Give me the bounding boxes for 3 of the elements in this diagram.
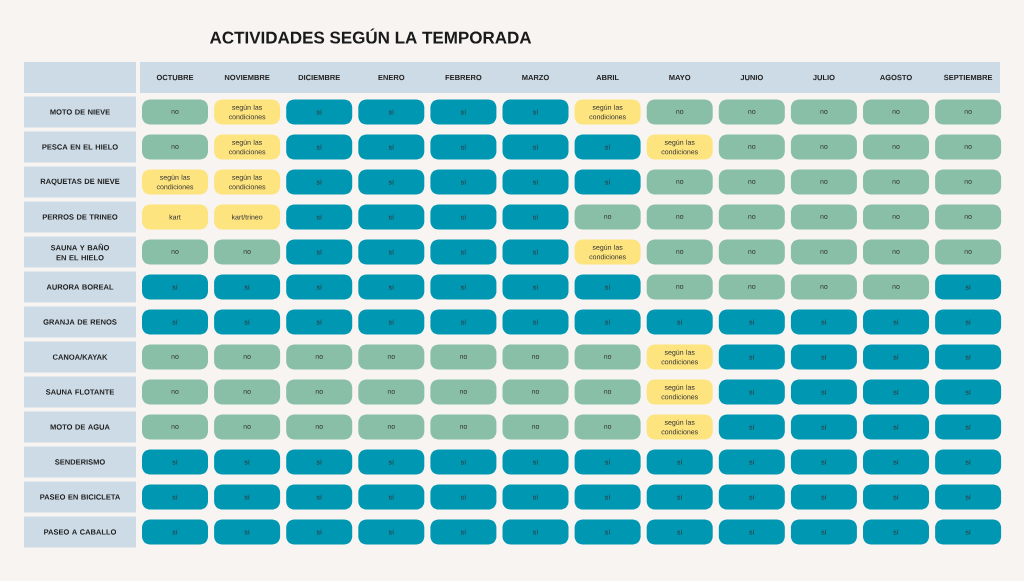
title: ACTIVIDADES SEGÚN LA TEMPORADA bbox=[209, 28, 532, 44]
header-band bbox=[140, 62, 1000, 93]
corner-box bbox=[24, 62, 136, 93]
